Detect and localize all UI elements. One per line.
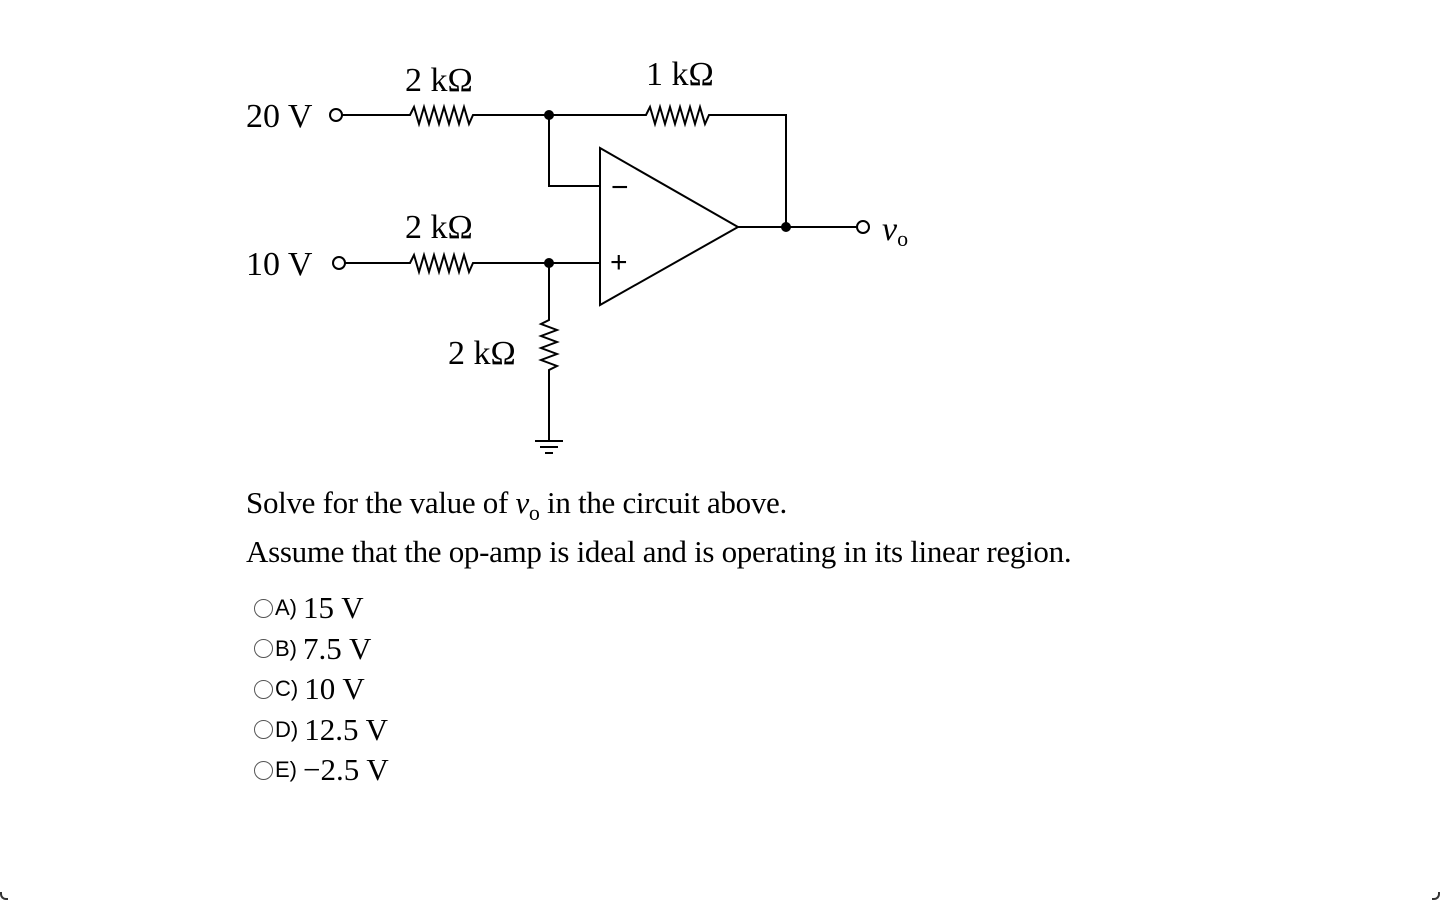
wire-inverting-input: [548, 115, 600, 187]
option-value: 15 V: [303, 590, 364, 626]
output-terminal: [856, 220, 870, 234]
resistor-bottom-label: 2 kΩ: [405, 209, 473, 246]
junction-output-node: [781, 222, 791, 232]
opamp-triangle: [599, 146, 741, 307]
option-value: 7.5 V: [303, 630, 372, 666]
resistor-top-input: [342, 103, 549, 128]
window-corner-right: [1432, 892, 1440, 900]
option-value: −2.5 V: [303, 752, 389, 788]
option-letter: D): [275, 716, 299, 742]
opamp-plus-sign: +: [610, 246, 628, 279]
radio-button-icon[interactable]: [254, 720, 273, 740]
radio-button-icon[interactable]: [254, 639, 273, 659]
answer-options: A) 15 V B) 7.5 V C) 10 V D) 12.5 V E) −2…: [254, 588, 389, 791]
option-c[interactable]: C) 10 V: [254, 669, 389, 710]
option-d[interactable]: D) 12.5 V: [254, 710, 389, 751]
question-variable: v: [515, 485, 529, 520]
resistor-ground: [538, 263, 560, 440]
radio-button-icon[interactable]: [254, 760, 273, 780]
question-line-1-start: Solve for the value of: [246, 485, 516, 520]
option-e[interactable]: E) −2.5 V: [254, 750, 389, 791]
question-line-1-end: in the circuit above.: [539, 485, 787, 520]
option-value: 12.5 V: [304, 711, 389, 747]
radio-button-icon[interactable]: [254, 679, 273, 699]
circuit-diagram: 20 V 2 kΩ 1 kΩ − + vo 10 V 2 kΩ 2 kΩ: [246, 56, 908, 454]
question-line-1: Solve for the value of vo in the circuit…: [246, 480, 1071, 529]
option-value: 10 V: [304, 671, 365, 707]
option-letter: C): [275, 676, 299, 702]
option-letter: E): [275, 757, 297, 783]
source-10v-terminal: [332, 256, 346, 270]
source-20v-terminal: [329, 108, 343, 122]
resistor-feedback: [549, 103, 787, 227]
option-a[interactable]: A) 15 V: [254, 588, 389, 629]
window-corner-left: [0, 892, 8, 900]
source-10v-label: 10 V: [246, 246, 313, 283]
resistor-top-label: 2 kΩ: [405, 62, 473, 99]
option-b[interactable]: B) 7.5 V: [254, 629, 389, 670]
resistor-ground-label: 2 kΩ: [448, 335, 516, 372]
question-text: Solve for the value of vo in the circuit…: [246, 480, 1072, 575]
option-letter: A): [275, 595, 297, 621]
question-variable-subscript: o: [528, 500, 540, 525]
output-label: vo: [882, 211, 908, 251]
ground-icon: [535, 440, 563, 454]
source-20v-label: 20 V: [246, 98, 313, 135]
resistor-bottom-input: [345, 251, 600, 276]
opamp-minus-sign: −: [611, 171, 629, 204]
radio-button-icon[interactable]: [254, 598, 273, 618]
question-line-2: Assume that the op-amp is ideal and is o…: [246, 534, 1072, 569]
option-letter: B): [275, 635, 297, 661]
resistor-feedback-label: 1 kΩ: [646, 56, 714, 93]
